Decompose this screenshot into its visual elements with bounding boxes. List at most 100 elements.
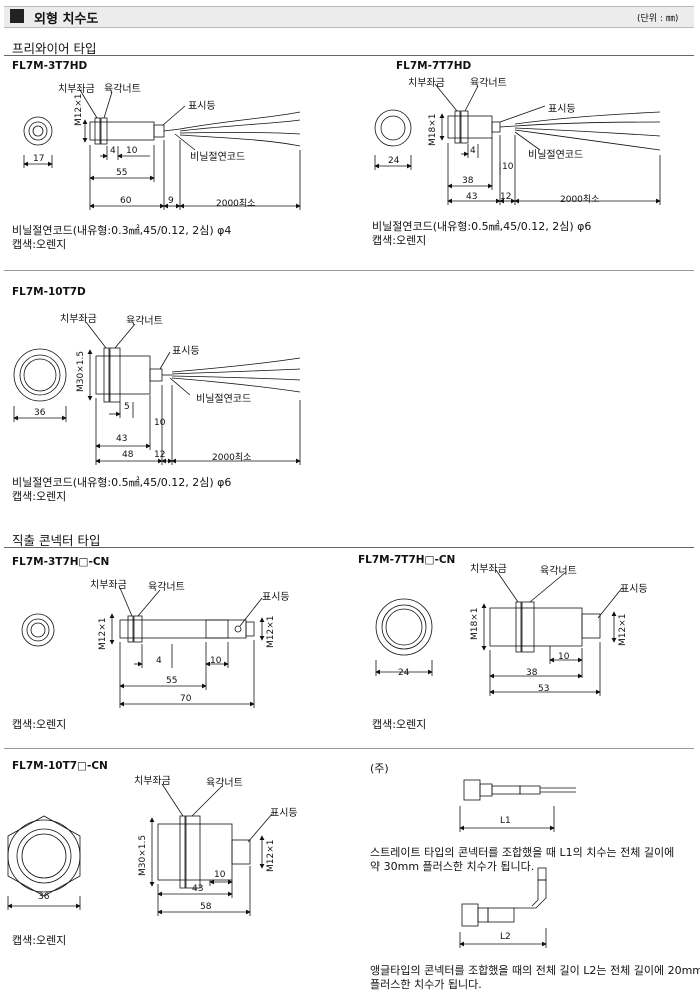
divider bbox=[4, 55, 694, 56]
label-washer: 치부좌금 bbox=[60, 314, 97, 325]
label-washer: 치부좌금 bbox=[470, 564, 507, 575]
label-nut: 육각너트 bbox=[540, 566, 577, 577]
drawing-fl7m-3t7hd bbox=[23, 89, 301, 210]
label-cable: 비닐절연코드 bbox=[196, 394, 252, 405]
remark-text-1b: 약 30mm 플러스한 치수가 됩니다. bbox=[370, 860, 535, 873]
remark-text-2a: 앵글타입의 콘넥터를 조합했을 때의 전체 길이 L2는 전체 길이에 20mm bbox=[370, 964, 700, 977]
dim-2000: 2000최소 bbox=[212, 453, 252, 463]
model-name: FL7M-7T7HD bbox=[396, 60, 472, 72]
dim-12: 12 bbox=[154, 450, 166, 460]
dim-hex: 24 bbox=[388, 156, 400, 166]
label-nut: 육각너트 bbox=[206, 778, 243, 789]
dim-58: 58 bbox=[200, 902, 212, 912]
dim-4: 4 bbox=[156, 656, 162, 666]
note-cable: 비닐절연코드(내유형:0.5㎟,45/0.12, 2심) φ6 bbox=[372, 220, 592, 233]
dim-thread2: M12×1 bbox=[266, 615, 276, 648]
dim-thread: M12×1 bbox=[98, 617, 108, 650]
label-indicator: 표시등 bbox=[620, 584, 648, 595]
note-cap: 캡색:오렌지 bbox=[372, 718, 427, 731]
dim-thread2: M12×1 bbox=[266, 839, 276, 872]
label-indicator: 표시등 bbox=[270, 808, 298, 819]
drawing-fl7m-3t7h-cn bbox=[21, 587, 265, 708]
dim-48: 48 bbox=[122, 450, 134, 460]
dim-thread: M18×1 bbox=[470, 607, 480, 640]
dim-thread: M18×1 bbox=[428, 113, 438, 146]
dim-38: 38 bbox=[526, 668, 538, 678]
label-washer: 치부좌금 bbox=[58, 84, 95, 95]
dim-12: 12 bbox=[500, 192, 512, 202]
dim-2000: 2000최소 bbox=[560, 195, 600, 205]
page-title: 외형 치수도 bbox=[34, 12, 99, 27]
label-nut: 육각너트 bbox=[104, 84, 141, 95]
label-washer: 치부좌금 bbox=[134, 776, 171, 787]
note-cap: 캡색:오렌지 bbox=[12, 718, 67, 731]
label-nut: 육각너트 bbox=[470, 78, 507, 89]
dim-60: 60 bbox=[120, 196, 132, 206]
dim-38: 38 bbox=[462, 176, 474, 186]
dim-hex: 36 bbox=[34, 408, 46, 418]
note-cable: 비닐절연코드(내유형:0.5㎟,45/0.12, 2심) φ6 bbox=[12, 476, 232, 489]
note-cap: 캡색:오렌지 bbox=[12, 238, 67, 251]
remark-text-2b: 플러스한 치수가 됩니다. bbox=[370, 978, 482, 991]
dim-10: 10 bbox=[154, 418, 166, 428]
dim-10: 10 bbox=[214, 870, 226, 880]
dim-55: 55 bbox=[116, 168, 128, 178]
dim-thread: M30×1.5 bbox=[76, 350, 86, 392]
drawing-fl7m-7t7h-cn bbox=[375, 569, 623, 696]
model-name: FL7M-3T7H□-CN bbox=[12, 556, 110, 568]
note-cable: 비닐절연코드(내유형:0.3㎟,45/0.12, 2심) φ4 bbox=[12, 224, 232, 237]
model-name: FL7M-10T7D bbox=[12, 286, 86, 298]
dim-l2: L2 bbox=[500, 932, 511, 942]
dim-53: 53 bbox=[538, 684, 550, 694]
label-indicator: 표시등 bbox=[188, 101, 216, 112]
dim-55: 55 bbox=[166, 676, 178, 686]
dim-2000: 2000최소 bbox=[216, 199, 256, 209]
divider bbox=[4, 547, 694, 548]
dim-43: 43 bbox=[466, 192, 478, 202]
drawing-fl7m-10t7-cn bbox=[7, 783, 273, 916]
header-bar bbox=[4, 6, 694, 28]
dim-10: 10 bbox=[502, 162, 514, 172]
model-name: FL7M-10T7□-CN bbox=[12, 760, 108, 772]
divider bbox=[4, 748, 694, 749]
label-cable: 비닐절연코드 bbox=[190, 152, 246, 163]
note-cap: 캡색:오렌지 bbox=[12, 490, 67, 503]
dim-70: 70 bbox=[180, 694, 192, 704]
label-indicator: 표시등 bbox=[548, 104, 576, 115]
dim-4: 4 bbox=[110, 146, 116, 156]
dim-thread: M12×1 bbox=[74, 93, 84, 126]
label-washer: 치부좌금 bbox=[408, 78, 445, 89]
remark-text-1a: 스트레이트 타입의 콘넥터를 조합했을 때 L1의 치수는 전체 길이에 bbox=[370, 846, 675, 859]
dim-43: 43 bbox=[116, 434, 128, 444]
dim-hex: 24 bbox=[398, 668, 410, 678]
label-washer: 치부좌금 bbox=[90, 580, 127, 591]
remark-mark: (주) bbox=[370, 762, 389, 775]
dim-10: 10 bbox=[210, 656, 222, 666]
dim-hex: 17 bbox=[33, 154, 45, 164]
dim-hex: 36 bbox=[38, 892, 50, 902]
label-cable: 비닐절연코드 bbox=[528, 150, 584, 161]
dim-10: 10 bbox=[126, 146, 138, 156]
note-cap: 캡색:오렌지 bbox=[372, 234, 427, 247]
label-indicator: 표시등 bbox=[262, 592, 290, 603]
drawing-fl7m-10t7d bbox=[13, 321, 301, 465]
note-cap: 캡색:오렌지 bbox=[12, 934, 67, 947]
dim-l1: L1 bbox=[500, 816, 511, 826]
label-indicator: 표시등 bbox=[172, 346, 200, 357]
remark-drawing-angle bbox=[459, 867, 547, 948]
label-nut: 육각너트 bbox=[148, 582, 185, 593]
unit-label: (단위 : ㎜) bbox=[637, 14, 679, 24]
model-name: FL7M-7T7H□-CN bbox=[358, 554, 456, 566]
dim-5: 5 bbox=[124, 402, 130, 412]
label-nut: 육각너트 bbox=[126, 316, 163, 327]
header-square bbox=[10, 9, 24, 23]
dim-4: 4 bbox=[470, 146, 476, 156]
dim-43: 43 bbox=[192, 884, 204, 894]
dim-10: 10 bbox=[558, 652, 570, 662]
dim-9: 9 bbox=[168, 196, 174, 206]
dim-thread: M30×1.5 bbox=[138, 834, 148, 876]
section-title-free-wire: 프리와이어 타입 bbox=[12, 41, 97, 56]
divider bbox=[4, 270, 694, 271]
model-name: FL7M-3T7HD bbox=[12, 60, 88, 72]
